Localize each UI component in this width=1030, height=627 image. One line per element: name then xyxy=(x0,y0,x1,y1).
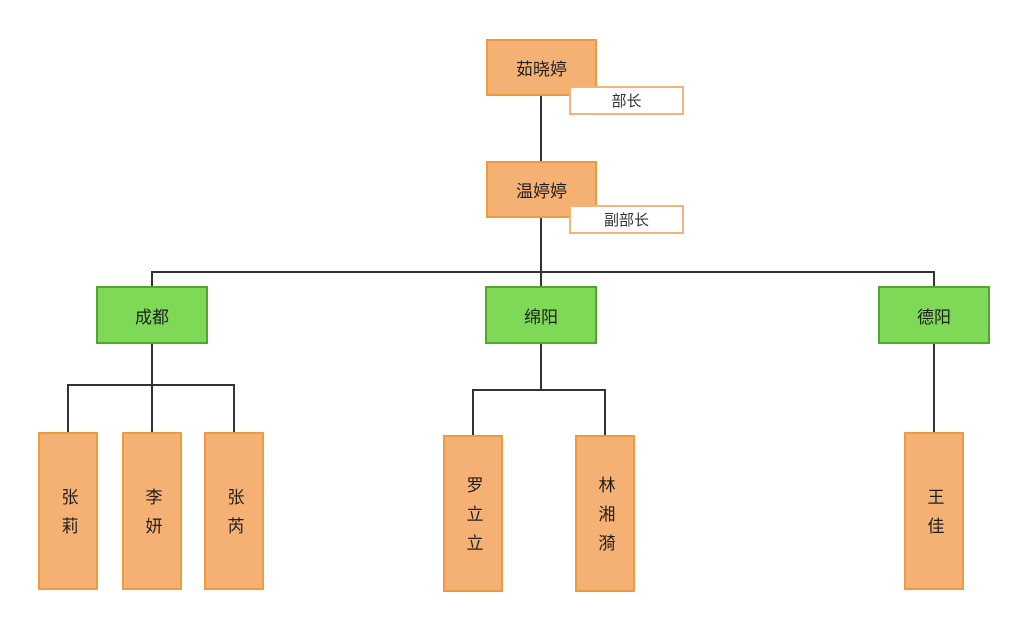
member-node[interactable]: 林湘漪 xyxy=(575,435,635,592)
connector-member-stub xyxy=(604,389,606,435)
member-node[interactable]: 张芮 xyxy=(204,432,264,590)
node-deputy-name: 温婷婷 xyxy=(516,182,567,202)
connector-mianyang-stub xyxy=(540,271,542,286)
branch-mianyang-label: 绵阳 xyxy=(524,307,558,328)
connector-deyang-trunk xyxy=(933,344,935,432)
member-node[interactable]: 李妍 xyxy=(122,432,182,590)
connector-member-stub xyxy=(472,389,474,435)
member-name: 李妍 xyxy=(141,488,162,546)
member-name: 王佳 xyxy=(923,488,944,546)
connector-chengdu-trunk xyxy=(151,344,153,385)
connector-member-stub xyxy=(67,384,69,432)
connector-mianyang-trunk xyxy=(540,344,542,390)
connector-member-stub xyxy=(233,384,235,432)
member-name: 张莉 xyxy=(57,488,78,546)
connector-member-stub xyxy=(151,384,153,432)
member-node[interactable]: 张莉 xyxy=(38,432,98,590)
branch-deyang-label: 德阳 xyxy=(917,307,951,328)
connector-minister-deputy xyxy=(540,96,542,161)
node-minister-name: 茹晓婷 xyxy=(516,60,567,80)
branch-node-mianyang[interactable]: 绵阳 xyxy=(485,286,597,344)
member-node[interactable]: 罗立立 xyxy=(443,435,503,592)
branch-node-deyang[interactable]: 德阳 xyxy=(878,286,990,344)
connector-branch-bus xyxy=(151,271,935,273)
member-name: 林湘漪 xyxy=(594,476,615,563)
connector-deyang-stub xyxy=(933,271,935,286)
deputy-title-badge: 副部长 xyxy=(569,205,684,234)
minister-title-badge: 部长 xyxy=(569,86,684,115)
member-name: 张芮 xyxy=(223,488,244,546)
branch-node-chengdu[interactable]: 成都 xyxy=(96,286,208,344)
connector-mianyang-bus xyxy=(472,389,606,391)
connector-deputy-trunk xyxy=(540,218,542,272)
connector-chengdu-stub xyxy=(151,271,153,286)
branch-chengdu-label: 成都 xyxy=(135,307,169,328)
member-name: 罗立立 xyxy=(462,476,483,563)
deputy-title-label: 副部长 xyxy=(603,211,649,229)
member-node[interactable]: 王佳 xyxy=(904,432,964,590)
minister-title-label: 部长 xyxy=(611,92,642,110)
